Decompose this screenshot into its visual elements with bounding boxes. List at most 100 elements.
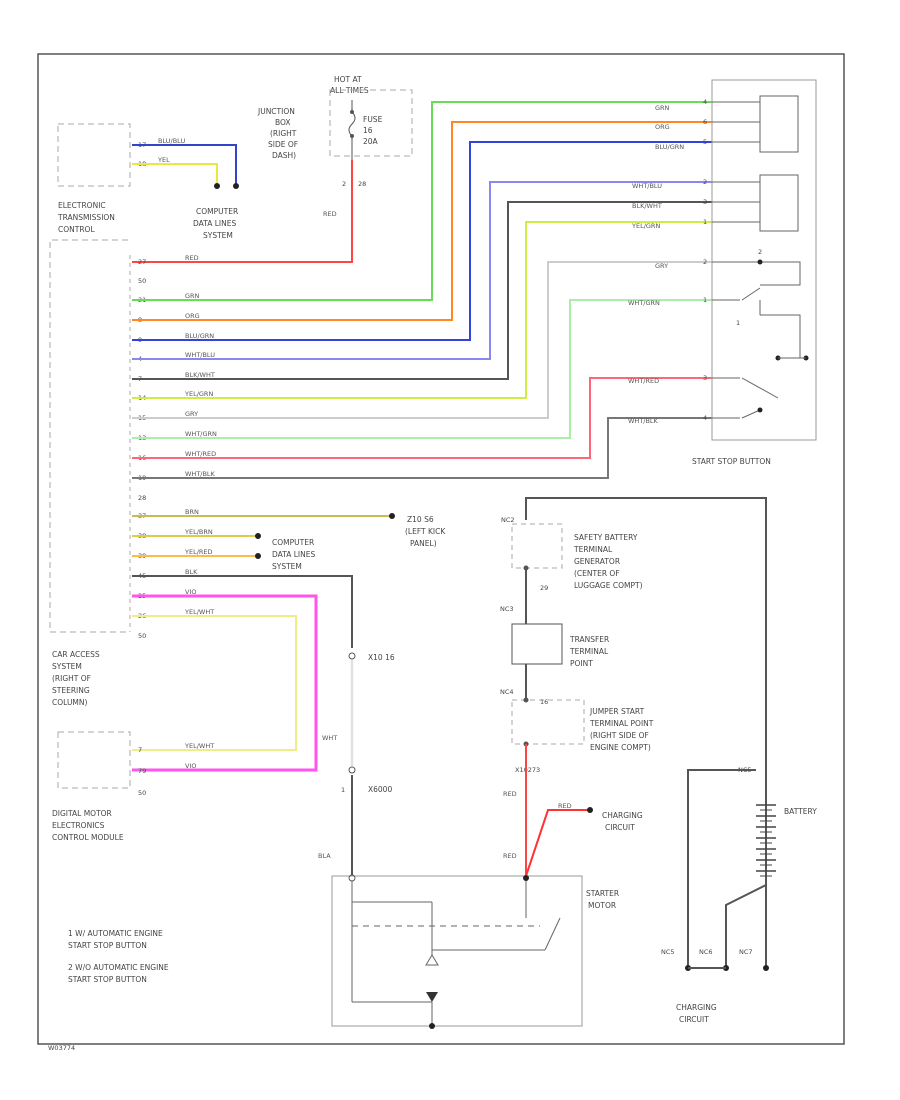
wl-yel-wht: YEL/WHT (184, 608, 214, 616)
car-access-system: CAR ACCESS SYSTEM (RIGHT OF STEERING COL… (49, 239, 146, 707)
ssb-switch-3-arm (741, 409, 761, 419)
splice-dot (587, 807, 593, 813)
cas-pin: 27 (138, 258, 146, 266)
jumper-label-3: (RIGHT SIDE OF (590, 731, 649, 740)
dme-label-2: ELECTRONICS (52, 821, 105, 830)
cas-label-2: SYSTEM (52, 662, 82, 671)
wl-red-chg: RED (558, 802, 572, 810)
safety-label-3: GENERATOR (574, 557, 620, 566)
z10-label-2: (LEFT KICK (405, 527, 446, 536)
jumper-box (511, 699, 585, 745)
wl-gry: GRY (185, 410, 198, 418)
wire-chg-top (687, 769, 756, 966)
safety-label-5: LUGGAGE COMPT) (574, 581, 643, 590)
charging-1-l2: CIRCUIT (605, 823, 635, 832)
dme-pin-50: 50 (138, 789, 146, 797)
wire-blk (132, 575, 353, 648)
starter-switch (544, 917, 561, 951)
wire-vio (132, 594, 318, 772)
wire-bat-chain (525, 497, 767, 800)
wl-grn: GRN (185, 292, 200, 300)
ssb-pin: 2 (703, 178, 707, 186)
splice-dot (233, 183, 239, 189)
ssb-contact (757, 259, 763, 265)
splice-dot (389, 513, 395, 519)
sb-pin: 29 (540, 584, 548, 592)
charging-1-l1: CHARGING (602, 811, 643, 820)
dme-label-1: DIGITAL MOTOR (52, 809, 112, 818)
transfer-box (511, 623, 563, 665)
dme-box (57, 731, 131, 789)
wr-wht-blk: WHT/BLK (628, 417, 659, 425)
z10-label-3: PANEL) (410, 539, 437, 548)
ssb-pin: 2 (703, 258, 707, 266)
wire-red-fuse (132, 160, 353, 263)
jb-label-2: BOX (275, 118, 291, 127)
wire-org (132, 121, 712, 321)
x10273-label: X10273 (515, 766, 540, 774)
ssb-note-1: 1 (736, 319, 740, 327)
wl-wht-blk: WHT/BLK (185, 470, 216, 478)
nc-label: NC7 (739, 948, 753, 956)
fuse-pin-2: 2 (342, 180, 346, 188)
ssb-contact (757, 407, 763, 413)
ssb-note-2: 2 (758, 248, 762, 256)
wl-red-bat2: RED (503, 852, 517, 860)
nc-label: NC3 (500, 605, 514, 613)
connector-dot (348, 652, 356, 660)
starter-outline (331, 875, 583, 1027)
jb-label-5: DASH) (272, 151, 296, 160)
wr-gry: GRY (655, 262, 668, 270)
starter-motor: STARTER MOTOR (331, 874, 619, 1029)
wl-org: ORG (185, 312, 200, 320)
wl-brn: BRN (185, 508, 199, 516)
wr-yel-grn: YEL/GRN (631, 222, 660, 230)
wr-wht-blu: WHT/BLU (632, 182, 662, 190)
wl-wht-grn: WHT/GRN (185, 430, 217, 438)
dme-label-3: CONTROL MODULE (52, 833, 124, 842)
wire-gry (132, 261, 712, 419)
charging-2-l2: CIRCUIT (679, 1015, 709, 1024)
dme-pin-79: 79 (138, 767, 146, 775)
ssb-led-1 (759, 95, 799, 153)
cas-box (49, 239, 128, 633)
fuse-pin-28: 28 (358, 180, 366, 188)
wl-yel-grn: YEL/GRN (184, 390, 213, 398)
jumper-pin: 16 (540, 698, 548, 706)
etc-wire-blu (132, 144, 237, 186)
safety-label-4: (CENTER OF (574, 569, 620, 578)
etc-wire-yel (132, 163, 218, 186)
ssb-pin: 4 (703, 414, 707, 422)
wl-yel-red: YEL/RED (184, 548, 213, 556)
wire-yel-grn (132, 221, 712, 399)
jb-label-4: SIDE OF (268, 140, 298, 149)
cas-label-1: CAR ACCESS (52, 650, 100, 659)
nc-label: NC5 (661, 948, 675, 956)
wire-wht-grn (132, 299, 712, 439)
nc-label: NC2 (501, 516, 515, 524)
etc-wire-blu-label: BLU/BLU (158, 137, 185, 145)
transfer-label-2: TERMINAL (569, 647, 609, 656)
wl-blk: BLK (185, 568, 198, 576)
cas-pin: 50 (138, 277, 146, 285)
wl-red-etc: RED (185, 254, 199, 262)
wire-yel-wht (132, 615, 297, 751)
safety-label-2: TERMINAL (573, 545, 613, 554)
wl-yel-brn: YEL/BRN (184, 528, 213, 536)
computer-data-2-l3: SYSTEM (272, 562, 302, 571)
wire-wht-red (132, 377, 712, 459)
etc-label-3: CONTROL (58, 225, 95, 234)
safety-label-1: SAFETY BATTERY (574, 533, 638, 542)
ssb-pin: 4 (703, 98, 707, 106)
etc-label-2: TRANSMISSION (57, 213, 115, 222)
note-2b: START STOP BUTTON (68, 975, 147, 984)
etc-wire-yel-label: YEL (157, 156, 170, 164)
ssb-switch-loop (760, 314, 801, 358)
junction-box: HOT AT ALL TIMES JUNCTION BOX (RIGHT SID… (257, 75, 413, 188)
cas-pin: 50 (138, 632, 146, 640)
wr-wht-red: WHT/RED (628, 377, 659, 385)
computer-data-1-l1: COMPUTER (196, 207, 238, 216)
wl-wht-blu: WHT/BLU (185, 351, 215, 359)
wl-bla: BLA (318, 852, 331, 860)
